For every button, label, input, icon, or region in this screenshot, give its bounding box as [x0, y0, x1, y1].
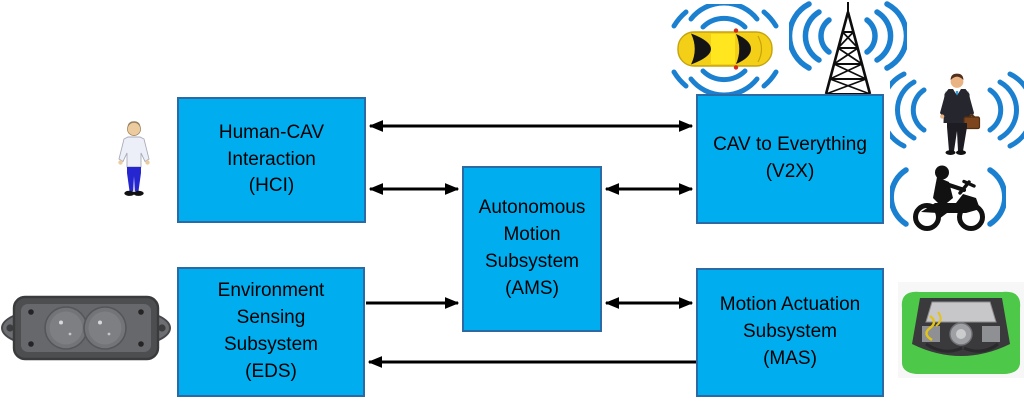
hci-box-label: Human-CAV Interaction (HCI): [218, 121, 325, 197]
connected-businessman-icon: [890, 71, 1024, 155]
tower-radio-waves: [789, 1, 907, 71]
radio-tower-icon: [789, 1, 907, 95]
v2x-box-label: CAV to Everything (V2X): [713, 134, 867, 182]
connected-motorcycle-icon: [890, 165, 1006, 231]
motorcycle-radio-waves: [890, 167, 1006, 227]
range-sensor-image: [0, 295, 172, 361]
eds-box: Environment Sensing Subsystem (EDS): [177, 267, 365, 397]
connected-car-icon: [671, 4, 779, 94]
engine-image: [898, 282, 1024, 378]
ams-box-label: Autonomous Motion Subsystem (AMS): [478, 197, 586, 299]
businessman-radio-waves: [890, 71, 1024, 149]
hci-box: Human-CAV Interaction (HCI): [177, 97, 366, 223]
eds-box-label: Environment Sensing Subsystem (EDS): [217, 280, 325, 382]
v2x-box: CAV to Everything (V2X): [696, 94, 884, 224]
mas-box: Motion Actuation Subsystem (MAS): [696, 268, 884, 397]
sensor-lenses: [44, 306, 127, 350]
mas-box-label: Motion Actuation Subsystem (MAS): [719, 294, 861, 369]
tower-lattice: [824, 2, 872, 95]
ams-box: Autonomous Motion Subsystem (AMS): [462, 166, 602, 332]
car-radio-waves: [671, 4, 779, 94]
person-icon: [118, 121, 150, 196]
